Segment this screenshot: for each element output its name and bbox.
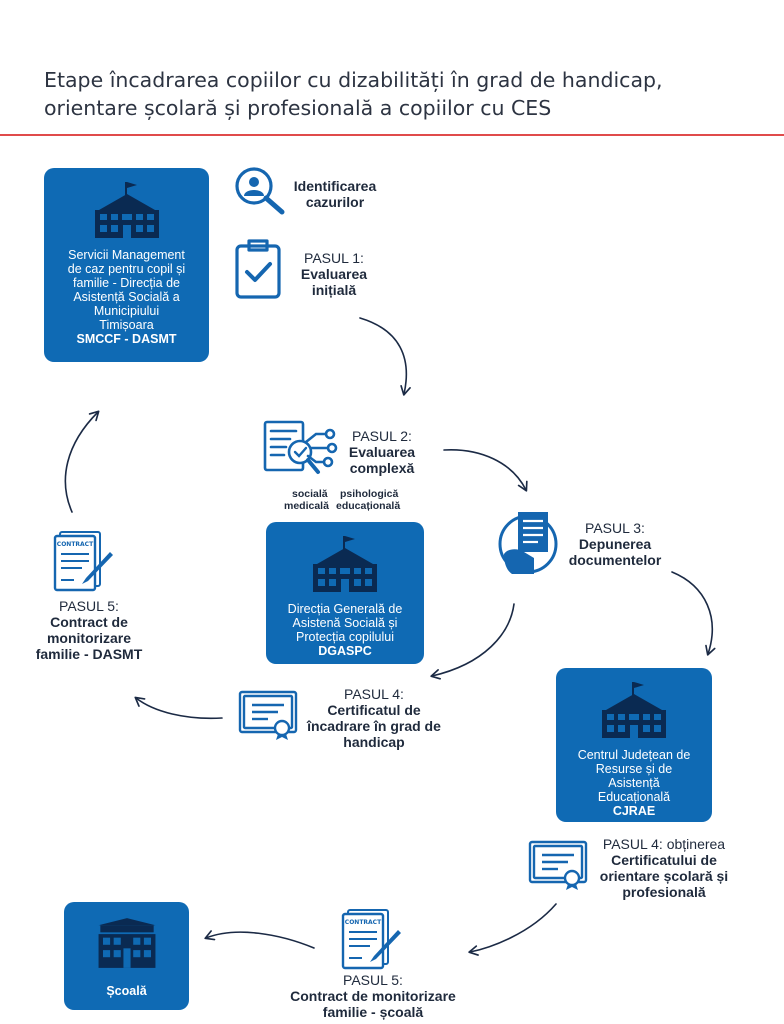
category-medical: medicală: [284, 500, 329, 512]
arrow-step2-to-step3: [443, 449, 528, 492]
contract-word: CONTRACT: [345, 919, 382, 926]
smccf-dasmt-box: Servicii Management de caz pentru copil …: [44, 168, 209, 362]
step-1-title: Evaluarea inițială: [300, 266, 368, 298]
step-5a: PASUL 5: Contract de monitorizare famili…: [24, 598, 154, 662]
contract-icon: CONTRACT: [341, 909, 401, 970]
cjrae-name: Centrul Județean de Resurse și de Asiste…: [577, 748, 691, 804]
step-2-label: PASUL 2:: [352, 428, 412, 444]
step-5b: PASUL 5: Contract de monitorizare famili…: [278, 972, 468, 1020]
step-4b-label: PASUL 4: obținerea: [602, 836, 726, 852]
page-title: Etape încadrarea copiilor cu dizabilităț…: [44, 66, 764, 122]
category-psych: psihologică: [340, 488, 399, 500]
arrow-step4-to-step5: [134, 696, 223, 720]
step-2-title: Evaluarea complexă: [348, 444, 416, 476]
arrow-step3-to-cjrae: [671, 571, 716, 656]
category-social: socială: [292, 488, 328, 500]
title-divider: [0, 134, 784, 136]
step-5b-label: PASUL 5:: [343, 972, 403, 988]
cjrae-abbr: CJRAE: [612, 804, 656, 818]
clipboard-check-icon: [235, 239, 281, 299]
school-building-icon: [313, 536, 377, 592]
dgaspc-box: Direcția Generală de Asistenă Socială și…: [266, 522, 424, 664]
arrow-step5b-to-scoala: [204, 930, 315, 949]
school-building-icon: [602, 682, 666, 738]
step-3-title: Depunerea documentelor: [568, 536, 662, 568]
category-edu: educațională: [336, 500, 401, 512]
search-person-icon: [235, 167, 285, 215]
step-5a-label: PASUL 5:: [59, 598, 119, 614]
arrow-step5-to-smccf: [64, 410, 100, 513]
step-3: PASUL 3: Depunerea documentelor: [560, 520, 670, 568]
step-5a-title: Contract de monitorizare familie - DASMT: [35, 614, 143, 662]
step-4a: PASUL 4: Certificatul de încadrare în gr…: [294, 686, 454, 750]
step-2: PASUL 2: Evaluarea complexă: [340, 428, 424, 476]
document-analysis-icon: [263, 420, 338, 474]
step-4b-title: Certificatului de orientare școlară și p…: [599, 852, 729, 900]
title-line-2: orientare școlară și profesională a copi…: [44, 96, 552, 120]
scoala-box: Școală: [64, 902, 189, 1010]
cjrae-box: Centrul Județean de Resurse și de Asiste…: [556, 668, 712, 822]
contract-icon: CONTRACT: [53, 531, 113, 592]
smccf-abbr: SMCCF - DASMT: [76, 332, 177, 346]
step-4b: PASUL 4: obținerea Certificatului de ori…: [592, 836, 736, 900]
contract-word: CONTRACT: [57, 541, 94, 548]
title-line-1: Etape încadrarea copiilor cu dizabilităț…: [44, 68, 663, 92]
smccf-name: Servicii Management de caz pentru copil …: [67, 248, 186, 332]
certificate-icon: [238, 690, 298, 740]
arrow-step1-to-step2: [359, 317, 411, 396]
school-building-icon: [98, 918, 155, 968]
school-building-icon: [94, 182, 159, 238]
arrow-dgaspc-to-step4: [430, 603, 515, 680]
step-5b-title: Contract de monitorizare familie - școal…: [290, 988, 456, 1020]
step-4a-title: Certificatul de încadrare în grad de han…: [307, 702, 441, 750]
dgaspc-name: Direcția Generală de Asistenă Socială și…: [287, 602, 403, 644]
step-3-label: PASUL 3:: [585, 520, 645, 536]
hand-document-icon: [498, 512, 558, 574]
step-4a-label: PASUL 4:: [344, 686, 404, 702]
dgaspc-abbr: DGASPC: [318, 644, 372, 658]
scoala-label: Școală: [106, 984, 147, 998]
certificate-icon: [528, 840, 588, 890]
step-identify-title: Identificarea cazurilor: [293, 178, 377, 210]
step-identify: Identificarea cazurilor: [290, 178, 380, 210]
step-1: PASUL 1: Evaluarea inițială: [294, 250, 374, 298]
step-1-label: PASUL 1:: [304, 250, 364, 266]
arrow-cjrae-to-step5b: [468, 903, 557, 956]
